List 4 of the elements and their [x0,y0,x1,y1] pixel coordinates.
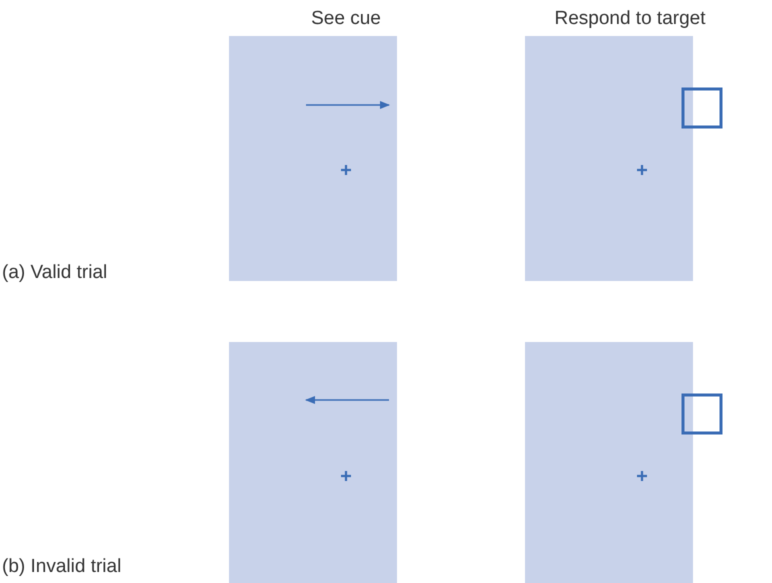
row-label: (a) Valid trial [2,262,108,284]
row-label: (b) Invalid trial [2,556,122,578]
column-heading: Respond to target [554,8,706,30]
column-heading: See cue [311,8,381,30]
